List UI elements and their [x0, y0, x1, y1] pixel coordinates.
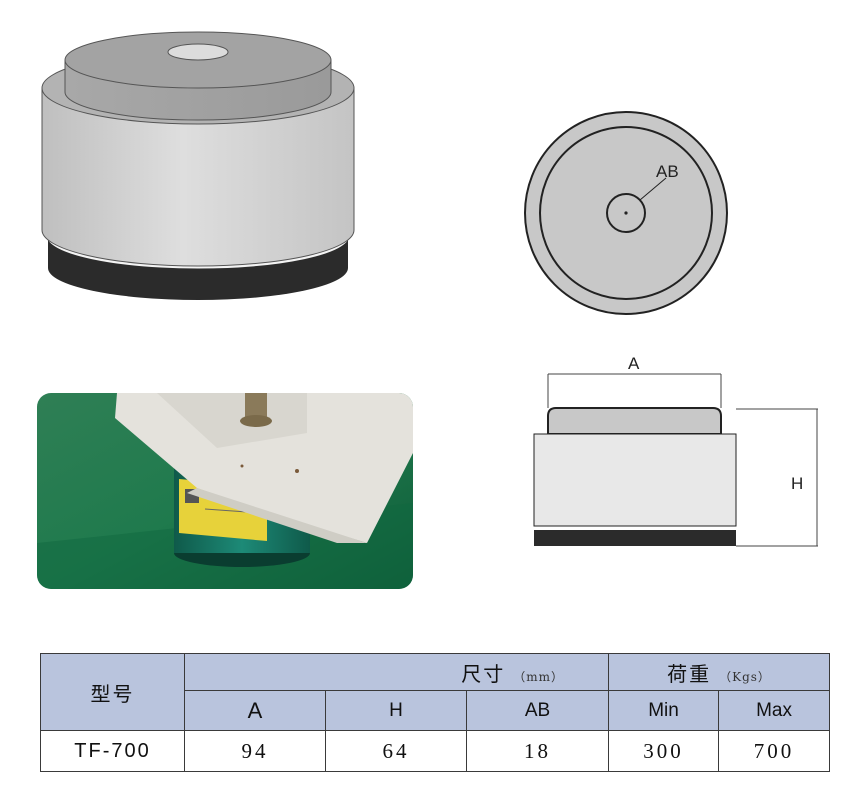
col-max-header: Max — [718, 690, 831, 731]
ab-leader-line — [639, 177, 667, 201]
h-dimension-label: H — [791, 474, 803, 493]
top-view-drawing: AB — [524, 111, 728, 315]
size-header-cell: 尺寸 （mm） — [183, 653, 610, 691]
a-dimension-label: A — [628, 354, 640, 373]
ab-label: AB — [656, 162, 679, 181]
size-header: 尺寸 — [461, 661, 506, 686]
model-header-cell: 型号 — [40, 653, 185, 731]
load-unit: （Kgs） — [719, 669, 771, 684]
installed-mount-photo — [37, 393, 413, 589]
model-cell: TF-700 — [40, 730, 185, 772]
size-unit: （mm） — [513, 669, 565, 684]
col-ab-header: AB — [465, 690, 610, 731]
col-min-header: Min — [608, 690, 720, 731]
ab-value-cell: 18 — [465, 730, 610, 772]
mount-3d-render — [41, 31, 355, 300]
a-value-cell: 94 — [184, 730, 326, 772]
spec-table: 型号 尺寸 （mm） 荷重 （Kgs） A H AB Min Max TF-700 … — [40, 653, 831, 772]
table-row: TF-700 94 64 18 300 700 — [40, 730, 831, 772]
col-a-header: A — [184, 690, 326, 731]
h-value-cell: 64 — [325, 730, 467, 772]
max-value-cell: 700 — [718, 730, 831, 772]
side-view-drawing: A H — [533, 354, 818, 547]
model-header: 型号 — [90, 681, 135, 706]
load-header: 荷重 — [667, 661, 712, 686]
load-header-cell: 荷重 （Kgs） — [608, 653, 831, 691]
col-h-header: H — [325, 690, 467, 731]
min-value-cell: 300 — [608, 730, 720, 772]
